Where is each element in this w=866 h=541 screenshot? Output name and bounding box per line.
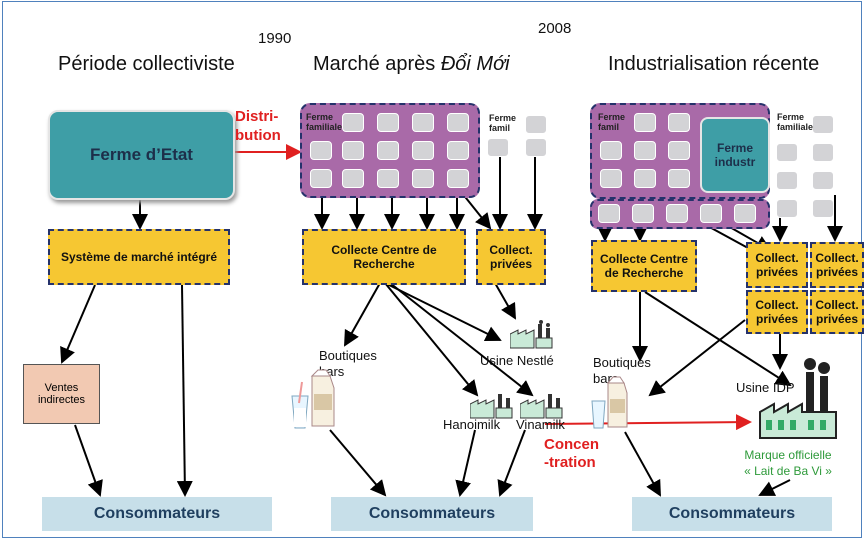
consumers-box-2: Consommateurs — [331, 497, 533, 531]
industrial-farm-box: Ferme industr — [700, 117, 770, 193]
private-collect-box-3d: Collect. privées — [810, 290, 864, 334]
family-farm-label-3a: Ferme famil — [598, 112, 626, 132]
state-farm-box: Ferme d’Etat — [48, 110, 235, 200]
nestle-label: Usine Nestlé — [480, 353, 554, 368]
family-farm-small-group-3 — [776, 110, 846, 218]
integrated-market-system-box: Système de marché intégré — [48, 229, 230, 285]
industrial-farm-lower-row — [590, 199, 770, 229]
milk-carton-glass-icon — [291, 369, 335, 429]
title-market-prefix: Marché après — [313, 53, 441, 75]
year-1990: 1990 — [258, 30, 292, 47]
hanoimilk-label: Hanoimilk — [443, 417, 501, 432]
family-farms-region — [300, 103, 480, 198]
distribution-label: Distri- bution — [235, 108, 281, 144]
factory-icon-nestle — [510, 320, 553, 349]
official-brand-label: Marque officielle « Lait de Ba Vi » — [744, 448, 832, 478]
idp-label: Usine IDP — [736, 380, 795, 395]
factory-icon-vinamilk — [520, 394, 563, 419]
family-farm-short-label: Ferme famil — [489, 113, 517, 133]
title-collectivist: Période collectiviste — [58, 53, 235, 75]
factory-icon-idp — [759, 358, 837, 439]
private-collect-box-2: Collect. privées — [476, 229, 546, 285]
factory-icon-hanoimilk — [470, 394, 513, 419]
concentration-label: Concen -tration — [544, 436, 600, 471]
indirect-sales-box: Ventes indirectes — [23, 364, 100, 424]
milk-carton-glass-icon-3 — [591, 376, 628, 429]
private-collect-box-3a: Collect. privées — [746, 242, 808, 288]
title-industrial: Industrialisation récente — [608, 53, 820, 75]
family-farm-small-group — [487, 110, 557, 157]
family-farm-label-3b: Ferme familiale — [777, 112, 814, 132]
research-collect-box-2: Collecte Centre de Recherche — [302, 229, 466, 285]
private-collect-box-3c: Collect. privées — [746, 290, 808, 334]
title-market: Marché après Đổi Mới — [313, 53, 510, 76]
consumers-box-1: Consommateurs — [42, 497, 272, 531]
title-market-italic: Đổi Mới — [440, 53, 510, 75]
research-collect-box-3: Collecte Centre de Recherche — [591, 240, 697, 292]
year-2008: 2008 — [538, 20, 572, 37]
family-farm-label: Ferme familiale — [306, 112, 343, 132]
private-collect-box-3b: Collect. privées — [810, 242, 864, 288]
vinamilk-label: Vinamilk — [516, 417, 565, 432]
consumers-box-3: Consommateurs — [632, 497, 832, 531]
